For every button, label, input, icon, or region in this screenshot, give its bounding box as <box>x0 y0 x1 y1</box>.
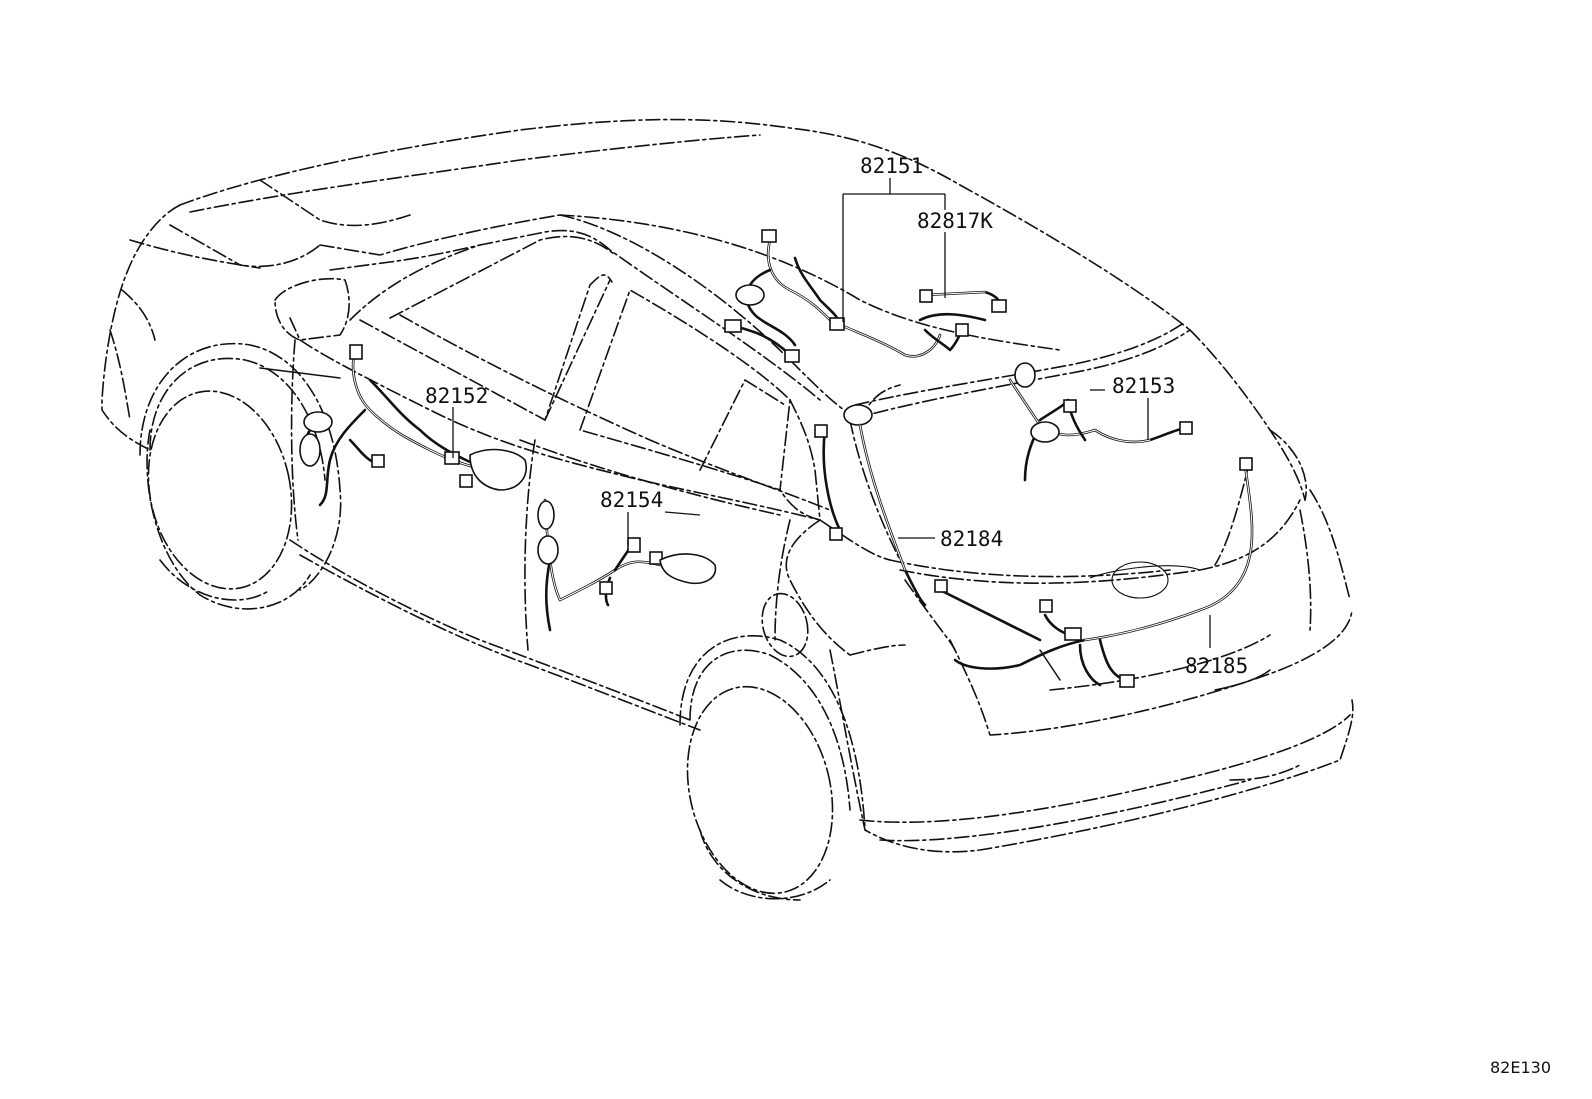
harness-82184 <box>814 423 927 607</box>
connector <box>814 424 828 438</box>
callout-82817K: 82817K <box>917 209 993 233</box>
grommet <box>537 500 555 530</box>
callout-82185: 82185 <box>1185 654 1248 678</box>
connector <box>784 349 800 363</box>
harness-82153 <box>843 362 1193 482</box>
callout-labels: 82151 82817K 82152 82153 82154 82184 821… <box>425 154 1551 1077</box>
callout-82153: 82153 <box>1112 374 1175 398</box>
car-body-outline <box>101 118 1354 901</box>
grommet <box>537 535 559 565</box>
connector <box>1039 599 1053 613</box>
grommet <box>1030 421 1060 443</box>
grommet <box>1014 362 1036 388</box>
callout-82152: 82152 <box>425 384 488 408</box>
grommet <box>735 284 765 306</box>
connector <box>724 319 742 333</box>
callout-82184: 82184 <box>940 527 1003 551</box>
grommet <box>303 411 333 433</box>
connector <box>955 323 969 337</box>
harness-82817K <box>918 289 1007 352</box>
figure-code: 82E130 <box>1490 1058 1551 1077</box>
connector <box>829 317 845 331</box>
callout-82154: 82154 <box>600 488 663 512</box>
connector <box>761 229 777 243</box>
harness-82152 <box>299 344 527 507</box>
connector <box>649 551 663 565</box>
connector <box>991 299 1007 313</box>
rear-emblem <box>1111 561 1169 599</box>
connector <box>919 289 933 303</box>
connector <box>1064 627 1082 641</box>
connector <box>599 581 613 595</box>
callout-82151: 82151 <box>860 154 923 178</box>
connector <box>829 527 843 541</box>
connector <box>444 451 460 465</box>
leader-lines <box>452 178 1211 648</box>
connector <box>1063 399 1077 413</box>
connector <box>349 344 363 360</box>
harness-82154 <box>537 498 717 632</box>
connector <box>1239 457 1253 471</box>
connector <box>627 537 641 553</box>
connector <box>934 579 948 593</box>
grommet <box>299 433 321 467</box>
grommet <box>843 404 873 426</box>
connector <box>459 474 473 488</box>
harness-82185 <box>934 457 1254 688</box>
door-lock-actuator <box>469 448 527 491</box>
connector <box>1179 421 1193 435</box>
body-detail-lines <box>259 367 1271 691</box>
connector <box>371 454 385 468</box>
door-lock-actuator <box>659 553 717 585</box>
connector <box>1119 674 1135 688</box>
harness-82151 <box>724 229 942 363</box>
